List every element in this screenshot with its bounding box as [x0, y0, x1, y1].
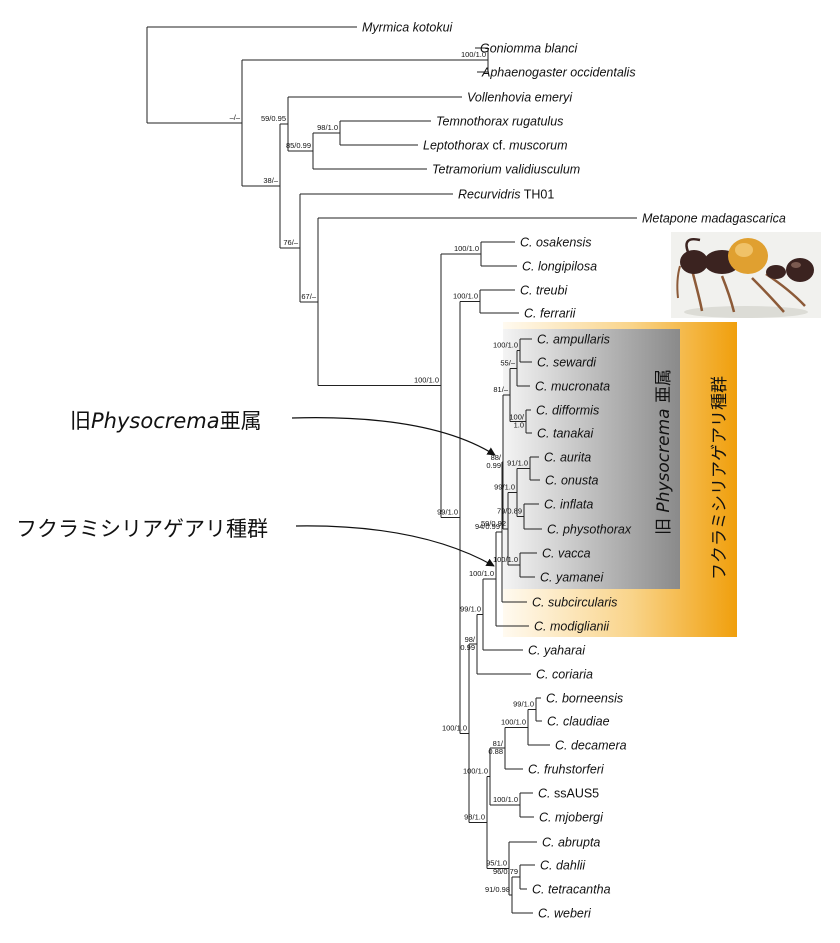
physocrema-callout: 旧Physocrema亜属 — [70, 409, 262, 433]
support-value: 98/1.0 — [317, 123, 338, 132]
tip-label-web: C. weberi — [538, 907, 592, 921]
tip-label-tem: Temnothorax rugatulus — [436, 115, 563, 129]
tip-label-vol: Vollenhovia emeryi — [467, 91, 573, 105]
tip-label-yam: C. yamanei — [540, 571, 604, 585]
tip-label-aur: C. aurita — [544, 451, 591, 465]
tree-branches — [146, 26, 637, 914]
support-value: 99/1.0 — [460, 604, 481, 613]
fukura-arrow — [295, 525, 495, 567]
tip-label-abr: C. abrupta — [542, 836, 600, 850]
physocrema-clade-box — [503, 329, 680, 589]
tip-label-tre: C. treubi — [520, 284, 568, 298]
support-value: 94/0.99 — [475, 522, 500, 531]
support-value: 88/0.99 — [486, 453, 502, 470]
tip-label-osa: C. osakensis — [520, 236, 592, 250]
support-value: 81/0.88 — [488, 739, 504, 756]
support-value: 38/– — [263, 176, 278, 185]
tip-label-aph: Aphaenogaster occidentalis — [481, 66, 636, 80]
tip-label-sew: C. sewardi — [537, 356, 597, 370]
tip-label-mod: C. modiglianii — [534, 620, 610, 634]
tip-label-tet: Tetramorium validiusculum — [432, 163, 580, 177]
tip-label-dec: C. decamera — [555, 739, 627, 753]
support-value: 99/1.0 — [437, 507, 458, 516]
tip-label-vac: C. vacca — [542, 547, 591, 561]
support-value: 99/1.0 — [513, 700, 534, 709]
tip-label-gon: Goniomma blanci — [480, 42, 578, 56]
support-value: 81/– — [493, 385, 508, 394]
tip-label-bor: C. borneensis — [546, 692, 623, 706]
support-value: 79/0.89 — [497, 507, 522, 516]
support-value: –/– — [230, 113, 241, 122]
support-value: 76/– — [283, 238, 298, 247]
support-value: 100/1.0 — [501, 717, 526, 726]
support-value: 55/– — [500, 358, 515, 367]
support-value: 100/1.0 — [509, 413, 525, 430]
tip-label-fer: C. ferrarii — [524, 307, 577, 321]
support-value: 91/1.0 — [507, 459, 528, 468]
support-value: 59/0.95 — [261, 114, 286, 123]
support-value: 98/1.0 — [464, 813, 485, 822]
support-value: 95/1.0 — [486, 859, 507, 868]
physocrema-vertical-label: 旧 Physocrema 亜属 — [654, 369, 674, 535]
tip-label-mjo: C. mjobergi — [539, 811, 604, 825]
support-value: 98/0.99 — [460, 635, 476, 652]
support-value: 99/1.0 — [494, 483, 515, 492]
support-value: 100/1.0 — [442, 723, 467, 732]
support-value: 100/1.0 — [493, 555, 518, 564]
support-value: 100/1.0 — [453, 292, 478, 301]
ant-photo — [671, 232, 821, 318]
tip-label-phy: C. physothorax — [547, 523, 632, 537]
fukura-callout: フクラミシリアゲアリ種群 — [16, 517, 268, 541]
physocrema-arrow — [291, 417, 496, 456]
tip-label-ssa: C. ssAUS5 — [538, 787, 599, 801]
tip-label-lon: C. longipilosa — [522, 260, 597, 274]
tip-label-cla: C. claudiae — [547, 715, 610, 729]
tip-label-myr: Myrmica kotokui — [362, 21, 454, 35]
support-value: 100/1.0 — [493, 341, 518, 350]
support-value: 100/1.0 — [493, 795, 518, 804]
tip-label-dif: C. difformis — [536, 404, 599, 418]
support-value: 85/0.99 — [286, 141, 311, 150]
support-value: 96/0.79 — [493, 867, 518, 876]
support-value: 100/1.0 — [469, 569, 494, 578]
tip-label-onu: C. onusta — [545, 474, 599, 488]
tip-label-yah: C. yaharai — [528, 644, 586, 658]
fukura-vertical-label: フクラミシリアゲアリ種群 — [710, 376, 730, 580]
support-value: 100/1.0 — [461, 50, 486, 59]
support-value: 100/1.0 — [454, 244, 479, 253]
tip-label-inf: C. inflata — [544, 498, 593, 512]
tip-label-amp: C. ampullaris — [537, 333, 610, 347]
tip-label-muc: C. mucronata — [535, 380, 610, 394]
tip-label-fru: C. fruhstorferi — [528, 763, 605, 777]
tip-label-dah: C. dahlii — [540, 859, 586, 873]
tip-label-sub: C. subcircularis — [532, 596, 617, 610]
support-value: 100/1.0 — [463, 767, 488, 776]
tip-label-cor: C. coriaria — [536, 668, 593, 682]
tip-label-tec: C. tetracantha — [532, 883, 611, 897]
tip-label-rec: Recurvidris TH01 — [458, 188, 554, 202]
tip-label-met: Metapone madagascarica — [642, 212, 786, 226]
tip-label-tan: C. tanakai — [537, 427, 595, 441]
support-value: 59/0.92 — [481, 519, 506, 528]
support-value: 91/0.98 — [485, 885, 510, 894]
support-value: 67/– — [301, 292, 316, 301]
tip-label-lep: Leptothorax cf. muscorum — [423, 139, 568, 153]
support-value: 100/1.0 — [414, 376, 439, 385]
support-values: 100/1.0 98/1.0 85/0.99 59/0.95 100/1.0 100/1.… — [230, 50, 534, 894]
